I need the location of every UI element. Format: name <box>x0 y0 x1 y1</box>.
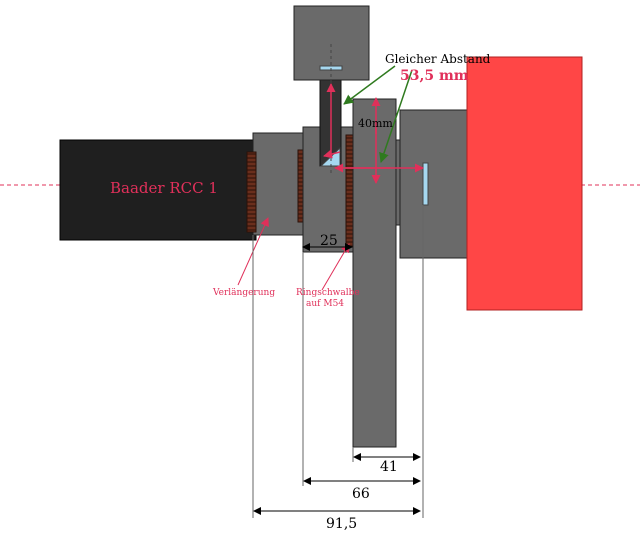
dim-66-label: 66 <box>352 486 370 502</box>
ringschwalbe-label: Ringschwalbe <box>296 288 360 298</box>
height-label: 40mm <box>358 117 393 130</box>
prism-arrow <box>323 149 341 159</box>
baader-rcc-body <box>59 139 257 241</box>
extension-tube <box>252 132 306 236</box>
baader-label: Baader RCC 1 <box>110 179 218 197</box>
annotation-arrow-left <box>343 65 396 105</box>
main-sensor-icon <box>422 162 429 206</box>
dim-25-label: 25 <box>320 233 338 249</box>
main-camera <box>466 56 583 311</box>
ringschwalbe-leader <box>321 243 350 291</box>
gleicher-abstand-label: Gleicher Abstand <box>385 52 491 66</box>
verlaengerung-label: Verlängerung <box>212 288 275 298</box>
extension-thread-left <box>246 151 257 233</box>
dim-41-label: 41 <box>380 459 398 475</box>
camera-adapter <box>399 109 469 259</box>
annotation-arrow-right <box>379 69 413 163</box>
filter-wheel <box>352 98 397 448</box>
dim-91-label: 91,5 <box>326 516 357 532</box>
abstand-value-label: 53,5 mm <box>400 68 469 84</box>
ringschwalbe-sublabel: auf M54 <box>306 299 344 309</box>
